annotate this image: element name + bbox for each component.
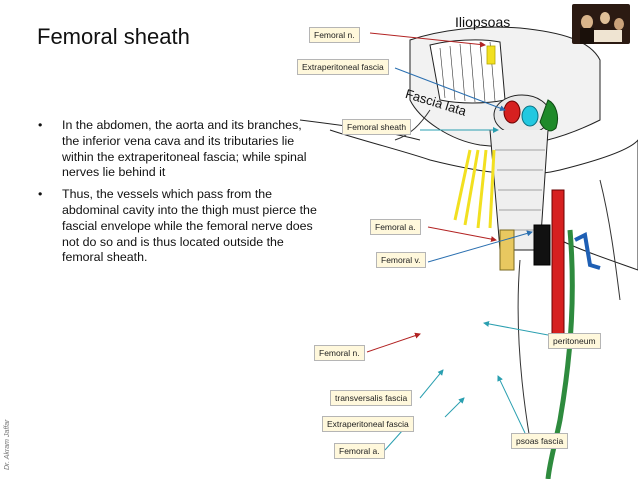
callout-femoral-artery-bottom: Femoral a.: [334, 443, 385, 459]
callout-extraperitoneal-fascia-bottom: Extraperitoneal fascia: [322, 416, 414, 432]
callout-psoas-fascia: psoas fascia: [511, 433, 569, 449]
callout-peritoneum: peritoneum: [548, 333, 601, 349]
callout-femoral-vein: Femoral v.: [376, 252, 426, 268]
callout-transversalis-fascia: transversalis fascia: [330, 390, 413, 406]
callout-extraperitoneal-fascia-top: Extraperitoneal fascia: [297, 59, 389, 75]
bullet-item: • Thus, the vessels which pass from the …: [32, 187, 317, 266]
bullet-item: • In the abdomen, the aorta and its bran…: [32, 118, 317, 181]
callout-femoral-artery-mid: Femoral a.: [370, 219, 421, 235]
painting-thumbnail: [572, 4, 630, 44]
femoral-sheath-illustration: [300, 26, 638, 479]
callout-femoral-sheath: Femoral sheath: [342, 119, 412, 135]
slide-title: Femoral sheath: [37, 24, 190, 49]
callout-femoral-nerve-top: Femoral n.: [309, 27, 360, 43]
iliopsoas-label: Iliopsoas: [455, 14, 511, 30]
bullet-text: Thus, the vessels which pass from the ab…: [62, 187, 317, 265]
bullet-symbol: •: [38, 118, 43, 132]
bullet-text: In the abdomen, the aorta and its branch…: [62, 118, 307, 180]
bullet-symbol: •: [38, 187, 43, 202]
bullet-list: • In the abdomen, the aorta and its bran…: [32, 118, 317, 272]
callout-femoral-nerve-bottom: Femoral n.: [314, 345, 365, 361]
author-credit: Dr. Akram Jaffar: [4, 419, 11, 470]
